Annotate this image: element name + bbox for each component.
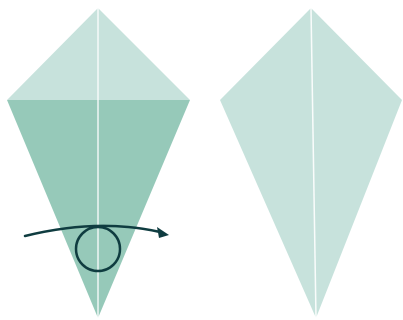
turn-over-arrowhead [157, 227, 169, 238]
step-2-kite [220, 8, 402, 318]
